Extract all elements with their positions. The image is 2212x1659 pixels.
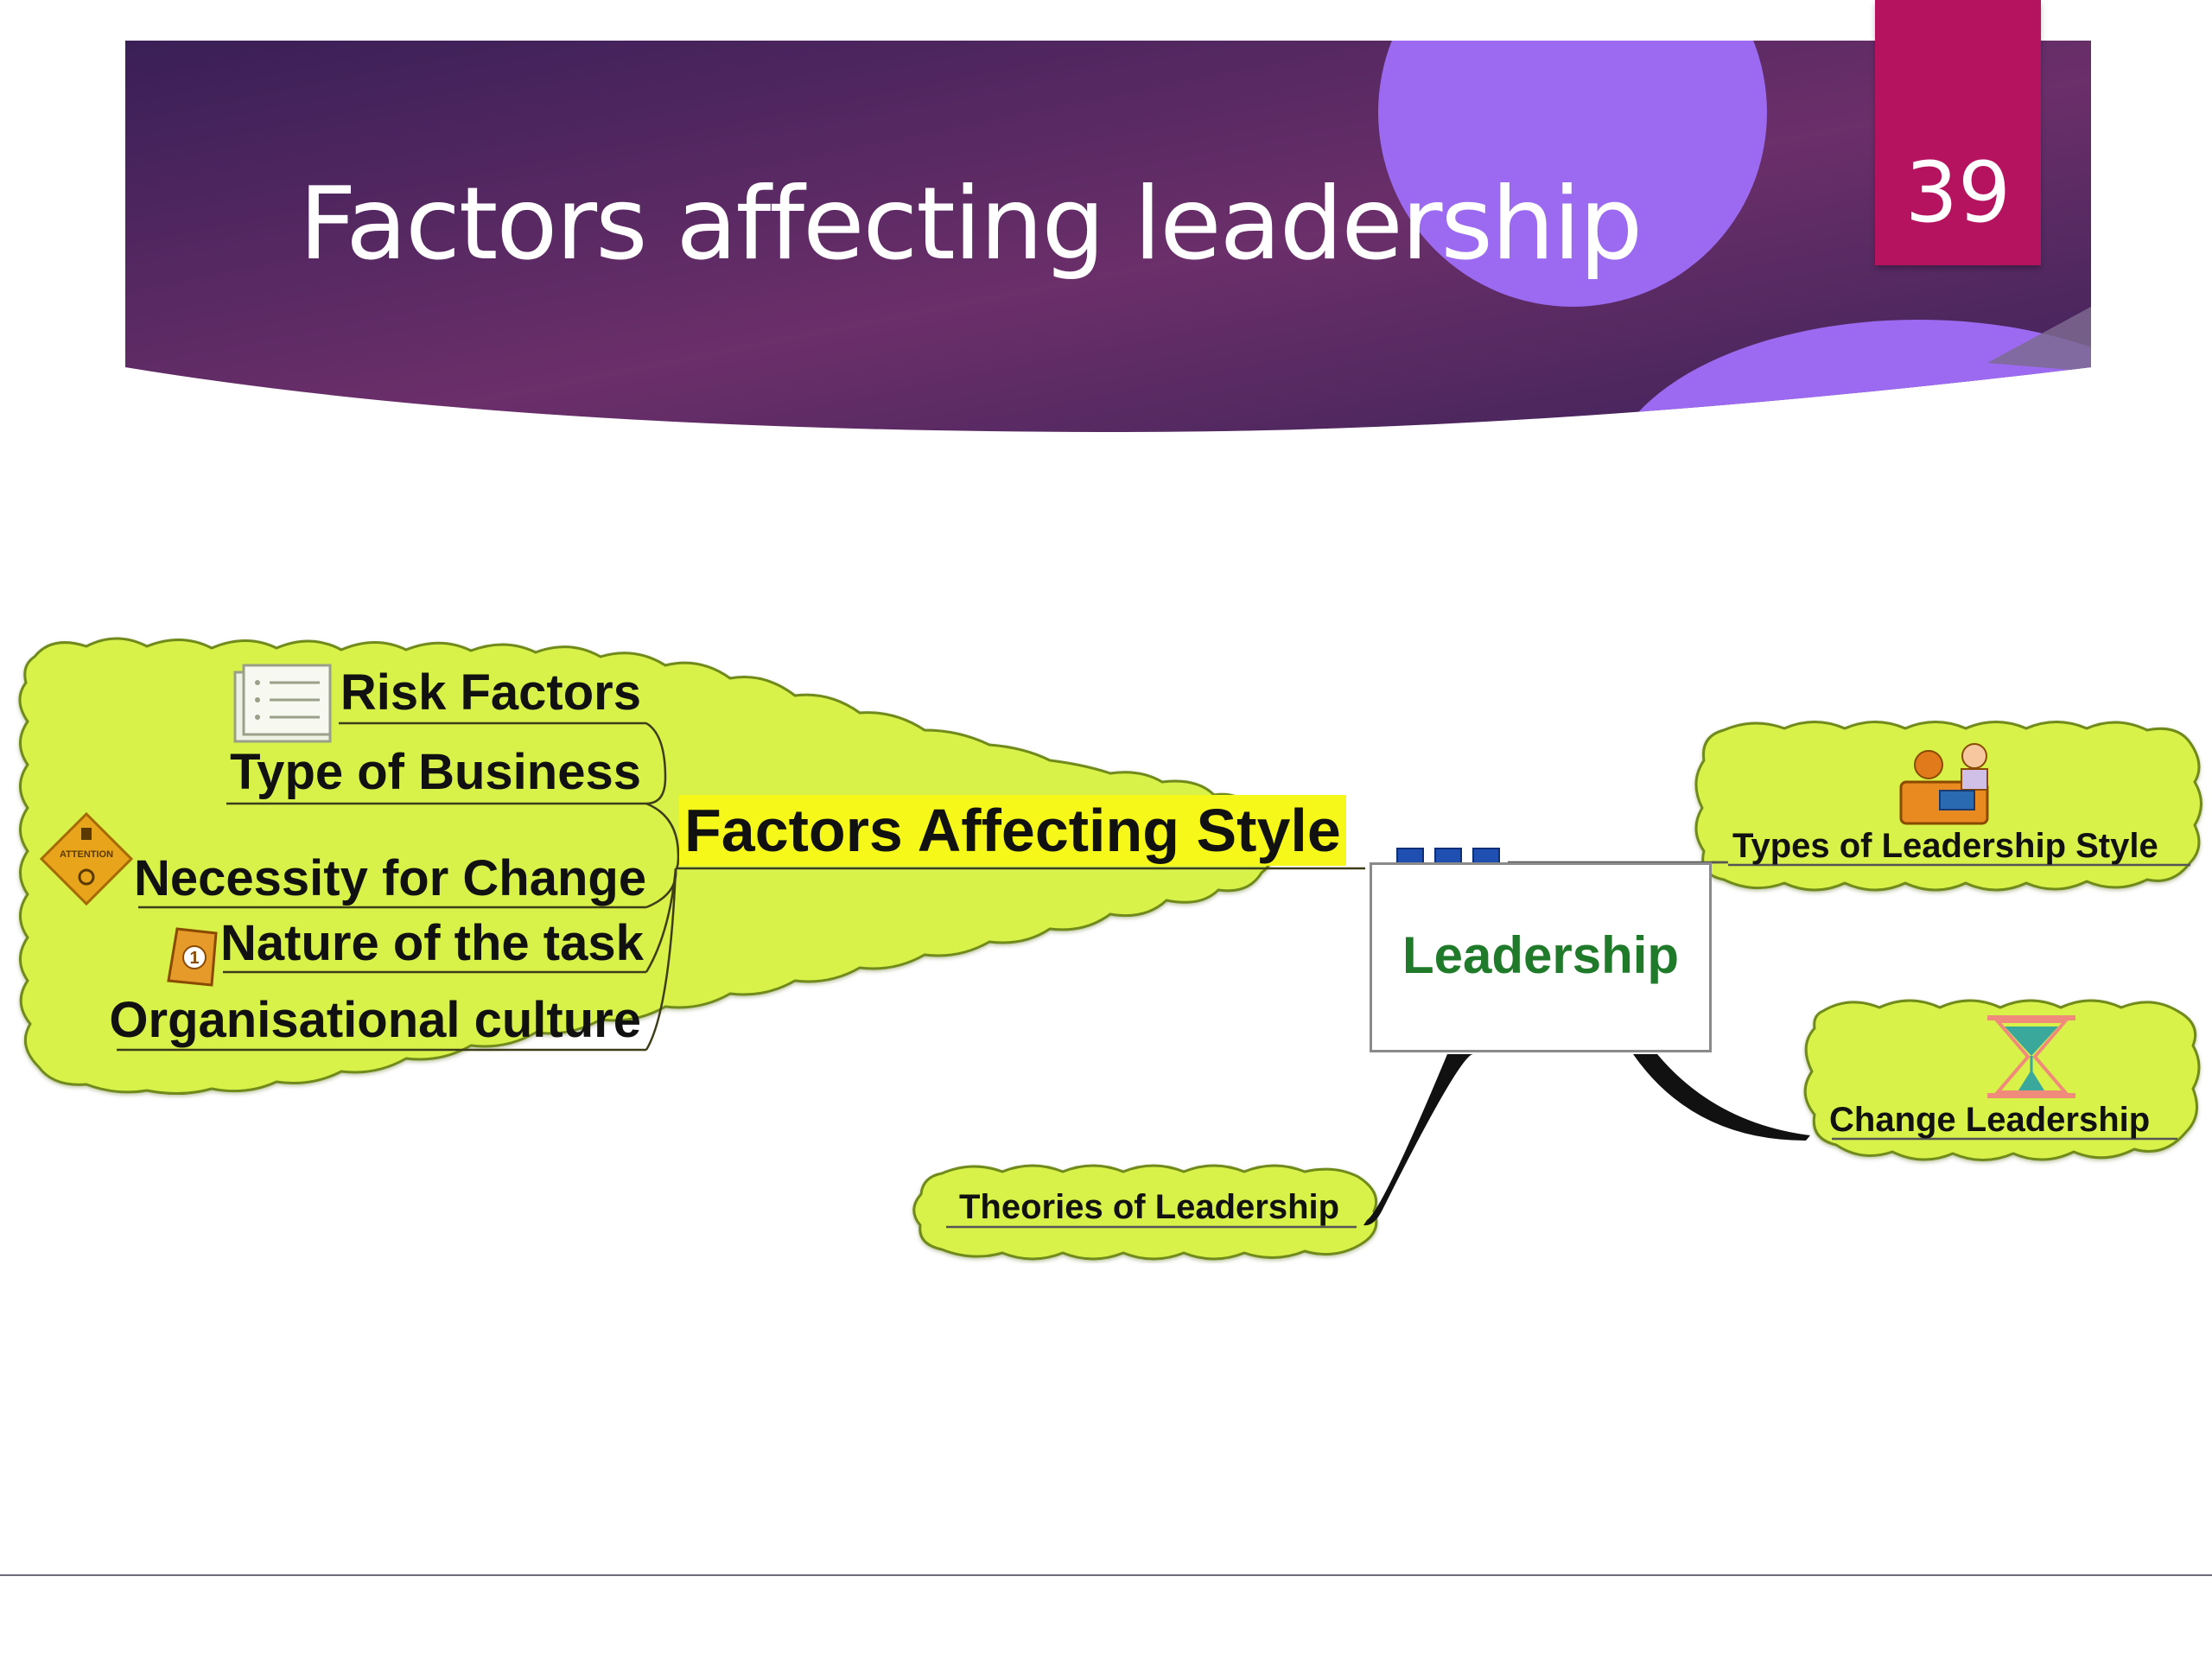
factor-connectors <box>117 721 1365 1052</box>
factors-cloud <box>18 637 1272 1096</box>
central-topic-box[interactable] <box>1370 862 1712 1052</box>
branch-theories-of-leadership[interactable]: Theories of Leadership <box>959 1188 1340 1226</box>
main-branch-label: Factors Affecting Style <box>679 795 1346 866</box>
theories-connector <box>1363 1054 1473 1226</box>
attention-sign-text: ATTENTION <box>60 849 113 860</box>
decor-circle <box>1378 41 1767 307</box>
slide-title: Factors affecting leadership <box>299 166 1643 283</box>
slide-number: 39 <box>1875 0 2041 265</box>
header-band <box>125 41 2091 432</box>
central-topic-label: Leadership <box>1402 926 1680 984</box>
svg-text:1: 1 <box>189 949 199 968</box>
factor-type-of-business: Type of Business <box>230 744 641 800</box>
mindmap-canvas: ATTENTION 1 <box>18 637 2202 1261</box>
checklist-icon <box>233 664 332 743</box>
branch-change-leadership[interactable]: Change Leadership <box>1829 1101 2151 1139</box>
theories-cloud <box>912 1164 1378 1261</box>
task-card-icon: 1 <box>167 927 218 987</box>
factor-organisational-culture: Organisational culture <box>109 992 641 1048</box>
hourglass-icon <box>1987 1015 2075 1098</box>
footer-rule <box>0 1574 2212 1576</box>
factor-necessity-for-change: Necessity for Change <box>134 850 647 906</box>
change-connector <box>1633 1054 1810 1141</box>
people-at-desk-icon <box>1899 743 1989 825</box>
branch-types-of-leadership-style[interactable]: Types of Leadership Style <box>1732 827 2158 865</box>
attention-sign-icon: ATTENTION <box>39 811 134 906</box>
factor-nature-of-task: Nature of the task <box>220 915 644 971</box>
factor-risk-factors: Risk Factors <box>340 664 641 721</box>
change-cloud <box>1803 999 2201 1161</box>
